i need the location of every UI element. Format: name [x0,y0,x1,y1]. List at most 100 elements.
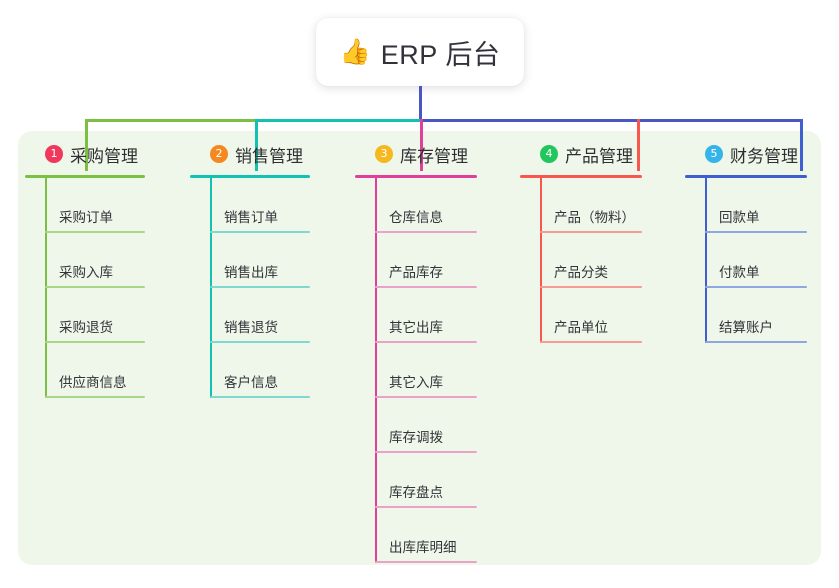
branch-underline-1 [25,175,145,178]
branch-title-2: 销售管理 [235,146,303,166]
branch-badge-1: 1 [45,145,63,163]
leaf-item[interactable]: 回款单 [705,178,807,233]
root-node-content: 👍 ERP 后台 [340,33,501,72]
leaf-label: 其它出库 [389,320,443,335]
leaf-underline [210,396,310,398]
leaf-item[interactable]: 其它入库 [375,343,477,398]
branch-column-1[interactable]: 1 采购管理采购订单采购入库采购退货供应商信息 [25,142,145,398]
leaf-underline [45,396,145,398]
leaf-underline [540,231,642,233]
branch-title-1: 采购管理 [70,146,138,166]
leaf-underline [45,286,145,288]
leaf-label: 其它入库 [389,375,443,390]
drop-line-5 [800,119,803,171]
leaf-label: 采购退货 [59,320,113,335]
leaf-item[interactable]: 采购退货 [45,288,145,343]
leaf-label: 产品分类 [554,265,608,280]
leaf-item[interactable]: 销售退货 [210,288,310,343]
leaf-item[interactable]: 出库库明细 [375,508,477,563]
leaf-label: 销售退货 [224,320,278,335]
branch-title-4: 产品管理 [565,146,633,166]
leaf-underline [375,451,477,453]
leaf-underline [375,506,477,508]
drop-line-4 [637,119,640,171]
leaf-item[interactable]: 采购订单 [45,178,145,233]
leaf-underline [210,286,310,288]
branch-header-1[interactable]: 1 采购管理 [25,142,145,166]
leaf-label: 库存盘点 [389,485,443,500]
leaf-underline [540,286,642,288]
leaf-item[interactable]: 供应商信息 [45,343,145,398]
leaf-underline [375,341,477,343]
leaf-underline [540,341,642,343]
branch-items-2: 销售订单销售出库销售退货客户信息 [190,178,310,398]
leaf-label: 回款单 [719,210,760,225]
leaf-item[interactable]: 库存盘点 [375,453,477,508]
branch-title-5: 财务管理 [730,146,798,166]
leaf-label: 产品（物料） [554,210,635,225]
leaf-label: 产品库存 [389,265,443,280]
branch-badge-3: 3 [375,145,393,163]
leaf-item[interactable]: 产品库存 [375,233,477,288]
leaf-item[interactable]: 库存调拨 [375,398,477,453]
leaf-label: 销售订单 [224,210,278,225]
leaf-underline [705,341,807,343]
branch-spine-2 [210,178,212,398]
leaf-item[interactable]: 产品单位 [540,288,642,343]
leaf-item[interactable]: 仓库信息 [375,178,477,233]
leaf-label: 采购订单 [59,210,113,225]
root-title: ERP 后台 [380,39,501,70]
leaf-underline [375,396,477,398]
branch-items-4: 产品（物料） 产品分类产品单位 [520,178,642,343]
bus-segment-3 [420,119,800,122]
branch-spine-4 [540,178,542,343]
leaf-underline [375,561,477,563]
leaf-label: 客户信息 [224,375,278,390]
branch-items-5: 回款单付款单结算账户 [685,178,807,343]
branch-column-2[interactable]: 2 销售管理销售订单销售出库销售退货客户信息 [190,142,310,398]
leaf-underline [45,231,145,233]
branches-panel [18,131,821,565]
leaf-item[interactable]: 采购入库 [45,233,145,288]
branch-items-3: 仓库信息产品库存其它出库其它入库库存调拨库存盘点出库库明细 [355,178,477,563]
branch-badge-5: 5 [705,145,723,163]
leaf-item[interactable]: 产品（物料） [540,178,642,233]
branch-header-5[interactable]: 5 财务管理 [685,142,807,166]
branch-underline-2 [190,175,310,178]
leaf-underline [375,231,477,233]
branch-spine-1 [45,178,47,398]
leaf-item[interactable]: 产品分类 [540,233,642,288]
leaf-label: 出库库明细 [389,540,457,555]
leaf-underline [45,341,145,343]
branch-header-2[interactable]: 2 销售管理 [190,142,310,166]
leaf-underline [210,231,310,233]
leaf-label: 结算账户 [719,320,773,335]
leaf-label: 采购入库 [59,265,113,280]
leaf-label: 仓库信息 [389,210,443,225]
root-node[interactable]: 👍 ERP 后台 [316,18,524,86]
leaf-underline [375,286,477,288]
leaf-item[interactable]: 结算账户 [705,288,807,343]
leaf-item[interactable]: 销售订单 [210,178,310,233]
branch-badge-2: 2 [210,145,228,163]
branch-underline-5 [685,175,807,178]
leaf-item[interactable]: 客户信息 [210,343,310,398]
leaf-item[interactable]: 付款单 [705,233,807,288]
bus-segment-2 [255,119,420,122]
branch-column-5[interactable]: 5 财务管理回款单付款单结算账户 [685,142,807,343]
leaf-underline [705,231,807,233]
leaf-label: 产品单位 [554,320,608,335]
branch-underline-3 [355,175,477,178]
branch-spine-3 [375,178,377,563]
leaf-label: 库存调拨 [389,430,443,445]
leaf-item[interactable]: 其它出库 [375,288,477,343]
root-stem-line [419,86,422,122]
leaf-label: 销售出库 [224,265,278,280]
leaf-item[interactable]: 销售出库 [210,233,310,288]
leaf-underline [705,286,807,288]
